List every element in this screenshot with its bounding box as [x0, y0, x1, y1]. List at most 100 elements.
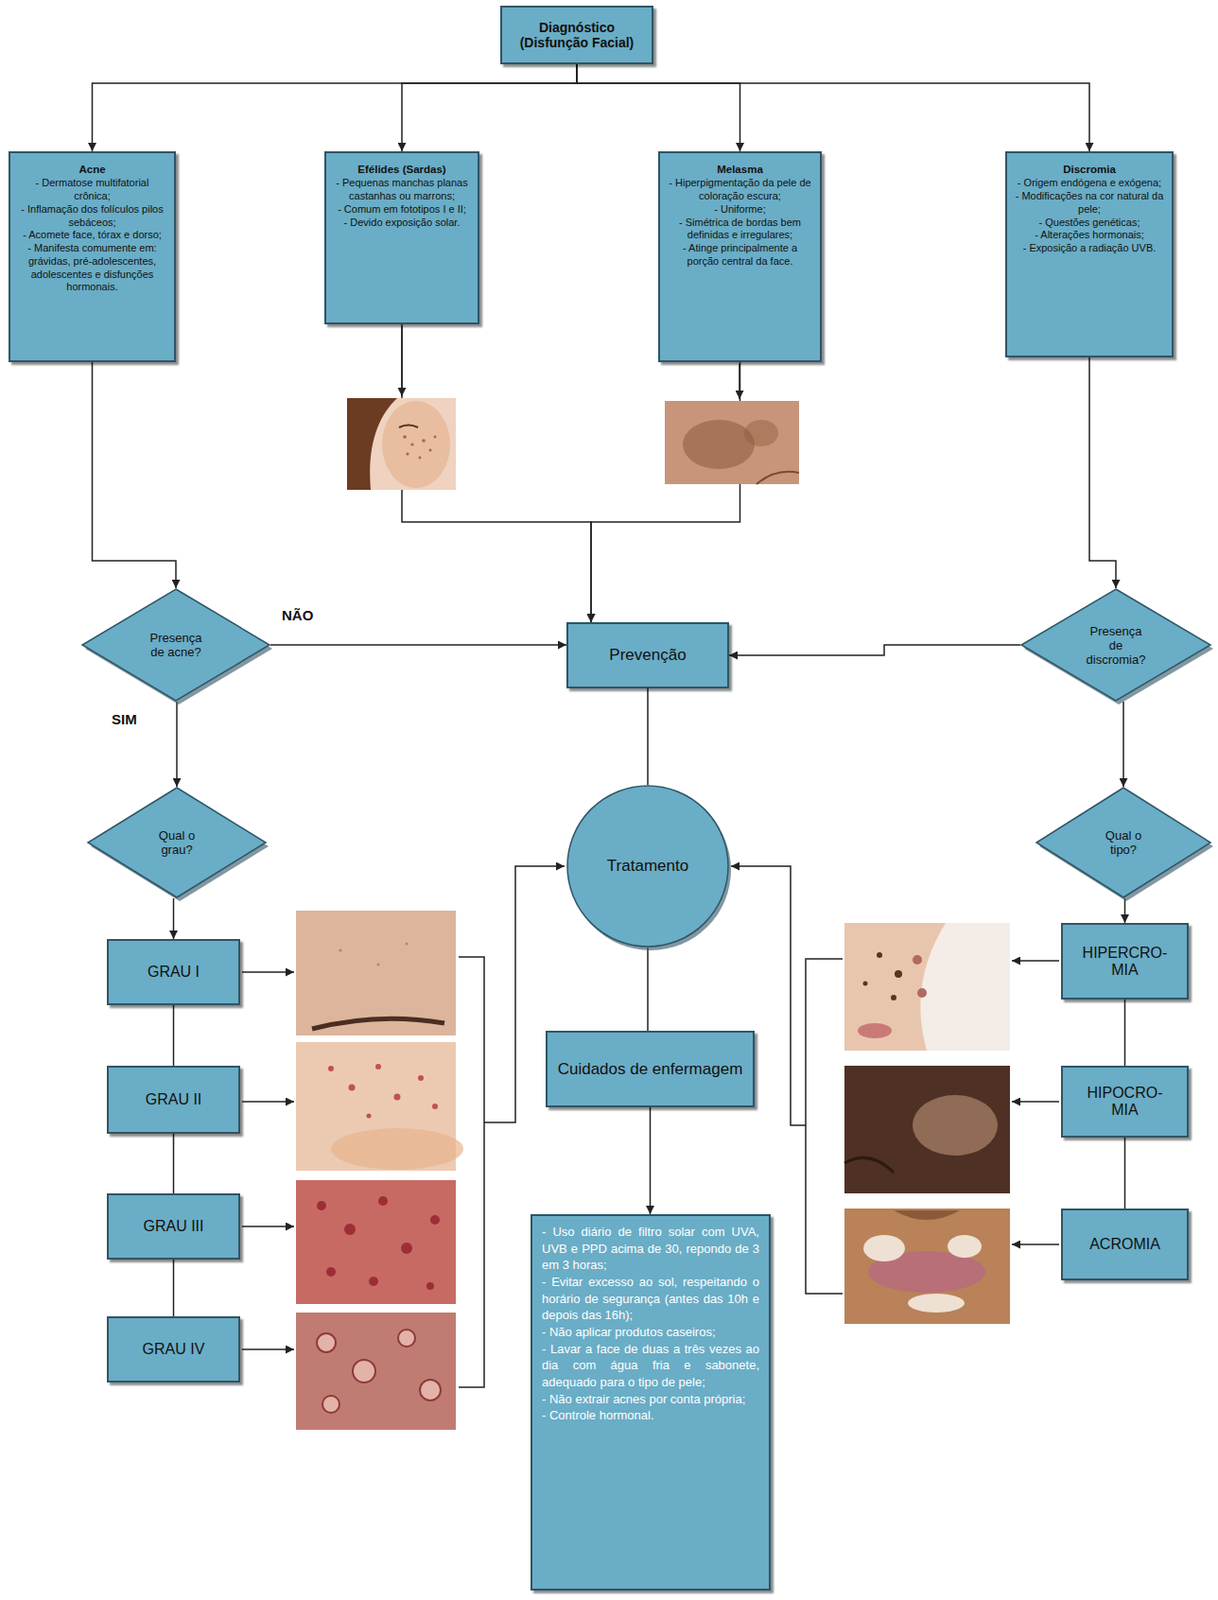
node-text: - Simétrica de bordas bem definidas e ir…	[665, 216, 815, 244]
node-text: Prevenção	[609, 645, 686, 665]
dark-spot	[876, 952, 883, 958]
bracket	[458, 957, 485, 1388]
freckle	[410, 442, 414, 446]
node-text: - Manifesta comumente em: grávidas, pré-…	[16, 242, 169, 295]
connector	[729, 644, 1021, 656]
nodule	[322, 1395, 340, 1413]
acne-grade-4-photo	[295, 1312, 456, 1430]
dark-spot	[894, 970, 903, 978]
leader-arrow	[242, 971, 295, 974]
freckle	[434, 435, 437, 439]
care-list-box: - Uso diário de filtro solar com UVA, UV…	[530, 1214, 771, 1591]
nodule	[316, 1333, 336, 1353]
lip-line	[756, 471, 800, 485]
leader-arrow	[400, 326, 403, 397]
node-text: - Uniforme;	[713, 203, 766, 217]
node-text: Qual o grau?	[148, 828, 206, 857]
pustule	[426, 1282, 435, 1290]
process-box: Prevenção	[566, 622, 730, 689]
type-box: HIPOCRO- MIA	[1061, 1065, 1189, 1138]
connector	[646, 947, 649, 1031]
grade-box: GRAU IV	[106, 1316, 241, 1383]
depigmented-patch	[947, 1235, 982, 1258]
connector	[649, 1107, 652, 1215]
connector	[401, 64, 577, 152]
node-text: Qual o tipo?	[1095, 828, 1152, 857]
pale-patch	[912, 1095, 998, 1156]
pustule	[400, 1242, 413, 1254]
process-box: Cuidados de enfermagem	[545, 1030, 755, 1108]
connector	[1089, 357, 1116, 589]
list-item: - Não extrair acnes por conta própria;	[541, 1391, 760, 1409]
list-item: - Controle hormonal.	[541, 1407, 760, 1425]
melasma-photo	[664, 400, 800, 485]
decision-diamond: Presença de discromia?	[1020, 588, 1212, 702]
decision-diamond: Qual o tipo?	[1035, 786, 1212, 899]
node-text: Cuidados de enfermagem	[557, 1060, 744, 1079]
bracket	[805, 958, 843, 1294]
freckle	[418, 456, 422, 460]
acne-grade-3-photo	[295, 1180, 456, 1305]
box-heading: Acne	[78, 162, 105, 176]
node-text: - Questões genéticas;	[1038, 216, 1140, 230]
info-box: Acne- Dermatose multifatorial crônica;- …	[8, 151, 176, 363]
achromia-photo	[844, 1208, 1010, 1324]
title-box: Diagnóstico (Disfunção Facial)	[500, 5, 654, 65]
connector	[173, 1005, 175, 1066]
node-text: - Comum em fototipos I e II;	[337, 203, 467, 217]
dark-spot	[917, 988, 927, 998]
connector	[92, 64, 578, 152]
pustule	[326, 1267, 336, 1277]
connector	[173, 1259, 175, 1317]
leader-arrow	[738, 364, 741, 400]
info-box: Efélides (Sardas)- Pequenas manchas plan…	[324, 151, 480, 325]
edge-label: NÃO	[279, 607, 315, 624]
node-text: - Hiperpigmentação da pele de coloração …	[665, 176, 815, 204]
papule	[417, 1075, 424, 1081]
pustule	[430, 1215, 440, 1225]
hypochromia-photo	[844, 1065, 1010, 1194]
leader-arrow	[1011, 1100, 1060, 1103]
papule	[432, 1103, 438, 1110]
treatment-circle: Tratamento	[566, 784, 730, 948]
grade-box: GRAU I	[106, 939, 241, 1006]
node-text: - Atinge principalmente a porção central…	[665, 242, 815, 269]
box-heading: Melasma	[716, 162, 764, 176]
box-heading: Efélides (Sardas)	[357, 162, 446, 176]
node-text: GRAU II	[145, 1091, 203, 1109]
face	[382, 400, 451, 488]
dark-spot	[890, 994, 897, 1001]
connector	[173, 898, 175, 940]
node-text: - Inflamação dos folículos pilos sebáceo…	[16, 203, 169, 230]
shape-fill	[87, 787, 266, 898]
grade-box: GRAU III	[106, 1193, 241, 1260]
node-text: - Exposição a radiação UVB.	[1023, 242, 1157, 256]
leader-arrow	[242, 1225, 295, 1228]
list-item: - Evitar excesso ao sol, respeitando o h…	[541, 1273, 760, 1324]
list-item: - Lavar a face de duas a três vezes ao d…	[541, 1340, 760, 1392]
connector	[1124, 1137, 1127, 1209]
skin-shade	[330, 1128, 464, 1170]
node-text: GRAU I	[147, 963, 200, 981]
face	[844, 922, 946, 1051]
node-text: GRAU III	[142, 1218, 204, 1236]
list-item: - Uso diário de filtro solar com UVA, UV…	[541, 1223, 760, 1274]
pustule	[344, 1223, 356, 1236]
comedo	[339, 949, 343, 953]
shape-fill	[567, 785, 729, 947]
shape-fill	[1036, 787, 1211, 898]
type-box: ACROMIA	[1061, 1208, 1189, 1281]
node-text: Presença de discromia?	[1082, 624, 1149, 667]
depigmented-patch	[863, 1235, 905, 1262]
node-text: - Alterações hormonais;	[1034, 228, 1145, 243]
connector	[646, 688, 649, 785]
edge-label: SIM	[109, 711, 140, 728]
leader-arrow	[1011, 1243, 1060, 1246]
node-text: - Dermatose multifatorial crônica;	[16, 176, 169, 204]
lips	[857, 1023, 892, 1039]
dark-spot	[863, 981, 869, 987]
lip-line	[844, 1157, 894, 1173]
decision-diamond: Qual o grau?	[87, 786, 267, 899]
